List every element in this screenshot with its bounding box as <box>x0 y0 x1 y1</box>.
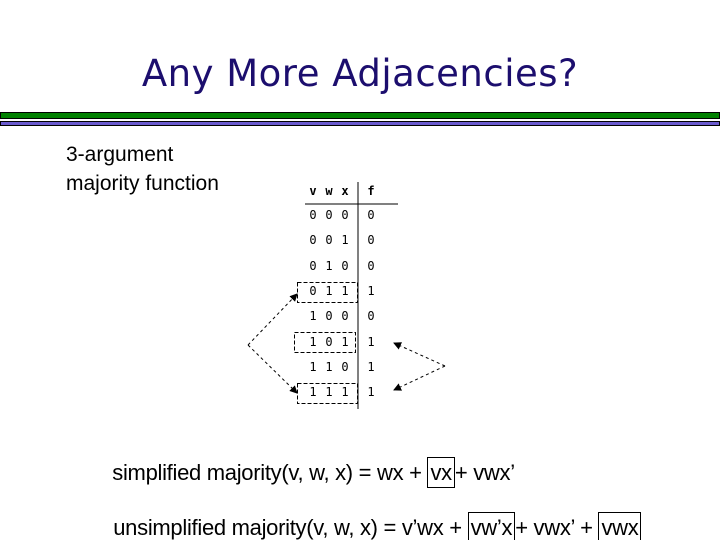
table-cell: 1 <box>367 283 375 298</box>
unsimplified-equation: unsimplified majority(v, w, x) = v’wx + … <box>90 489 642 540</box>
subtitle-line: 3-argument <box>66 143 174 166</box>
table-cell: 0 <box>309 233 317 248</box>
boxed-term-vx: vx <box>427 457 455 488</box>
table-cell: 0 <box>341 258 349 273</box>
simplified-equation-suffix: + vwx’ <box>454 460 515 485</box>
right-adjacency-arrows <box>393 342 446 391</box>
table-cell: 1 <box>341 334 349 349</box>
highlight-box-row-101 <box>294 332 356 353</box>
boxed-term-vw'x: vw’x <box>467 512 516 540</box>
unsimplified-equation-middle: + vwx’ + <box>515 515 599 540</box>
table-cell: 1 <box>309 309 317 324</box>
table-cell: 0 <box>309 258 317 273</box>
table-cell: 1 <box>325 359 333 374</box>
table-cell: 0 <box>309 208 317 222</box>
table-header-x: x <box>341 184 349 198</box>
table-cell: 0 <box>325 208 333 222</box>
left-adjacency-arrows <box>247 293 298 394</box>
table-cell: 0 <box>367 309 375 324</box>
table-cell: 0 <box>325 309 333 324</box>
table-cell: 0 <box>309 283 317 298</box>
table-header-w: w <box>325 184 333 198</box>
highlight-box-row-111 <box>297 383 358 404</box>
table-cell: 1 <box>367 359 375 374</box>
table-cell: 0 <box>367 233 375 248</box>
table-header-v: v <box>309 184 317 198</box>
table-cell: 1 <box>341 233 349 248</box>
table-cell: 1 <box>341 385 349 400</box>
table-cell: 0 <box>367 258 375 273</box>
table-cell: 1 <box>309 334 317 349</box>
table-cell: 0 <box>367 208 375 222</box>
highlight-box-row-011 <box>297 282 358 303</box>
boxed-term-vwx: vwx <box>598 512 642 540</box>
slide-title: Any More Adjacencies? <box>141 52 579 95</box>
table-cell: 1 <box>325 258 333 273</box>
unsimplified-equation-prefix: unsimplified majority(v, w, x) = v’wx + <box>113 515 468 540</box>
table-cell: 1 <box>367 334 375 349</box>
subtitle-line: majority function <box>66 172 219 195</box>
table-cell: 0 <box>325 233 333 248</box>
simplified-equation: simplified majority(v, w, x) = wx + vx+ … <box>89 434 515 512</box>
subtitle: 3-argument majority function <box>66 140 219 198</box>
table-cell: 0 <box>341 208 349 222</box>
table-cell: 1 <box>325 283 333 298</box>
table-cell: 1 <box>309 359 317 374</box>
table-header-f: f <box>367 184 375 198</box>
table-cell: 0 <box>341 309 349 324</box>
table-cell: 1 <box>341 283 349 298</box>
table-cell: 0 <box>341 359 349 374</box>
simplified-equation-prefix: simplified majority(v, w, x) = wx + <box>112 460 428 485</box>
table-cell: 0 <box>325 334 333 349</box>
table-cell: 1 <box>309 385 317 400</box>
table-cell: 1 <box>367 385 375 400</box>
table-cell: 1 <box>325 385 333 400</box>
